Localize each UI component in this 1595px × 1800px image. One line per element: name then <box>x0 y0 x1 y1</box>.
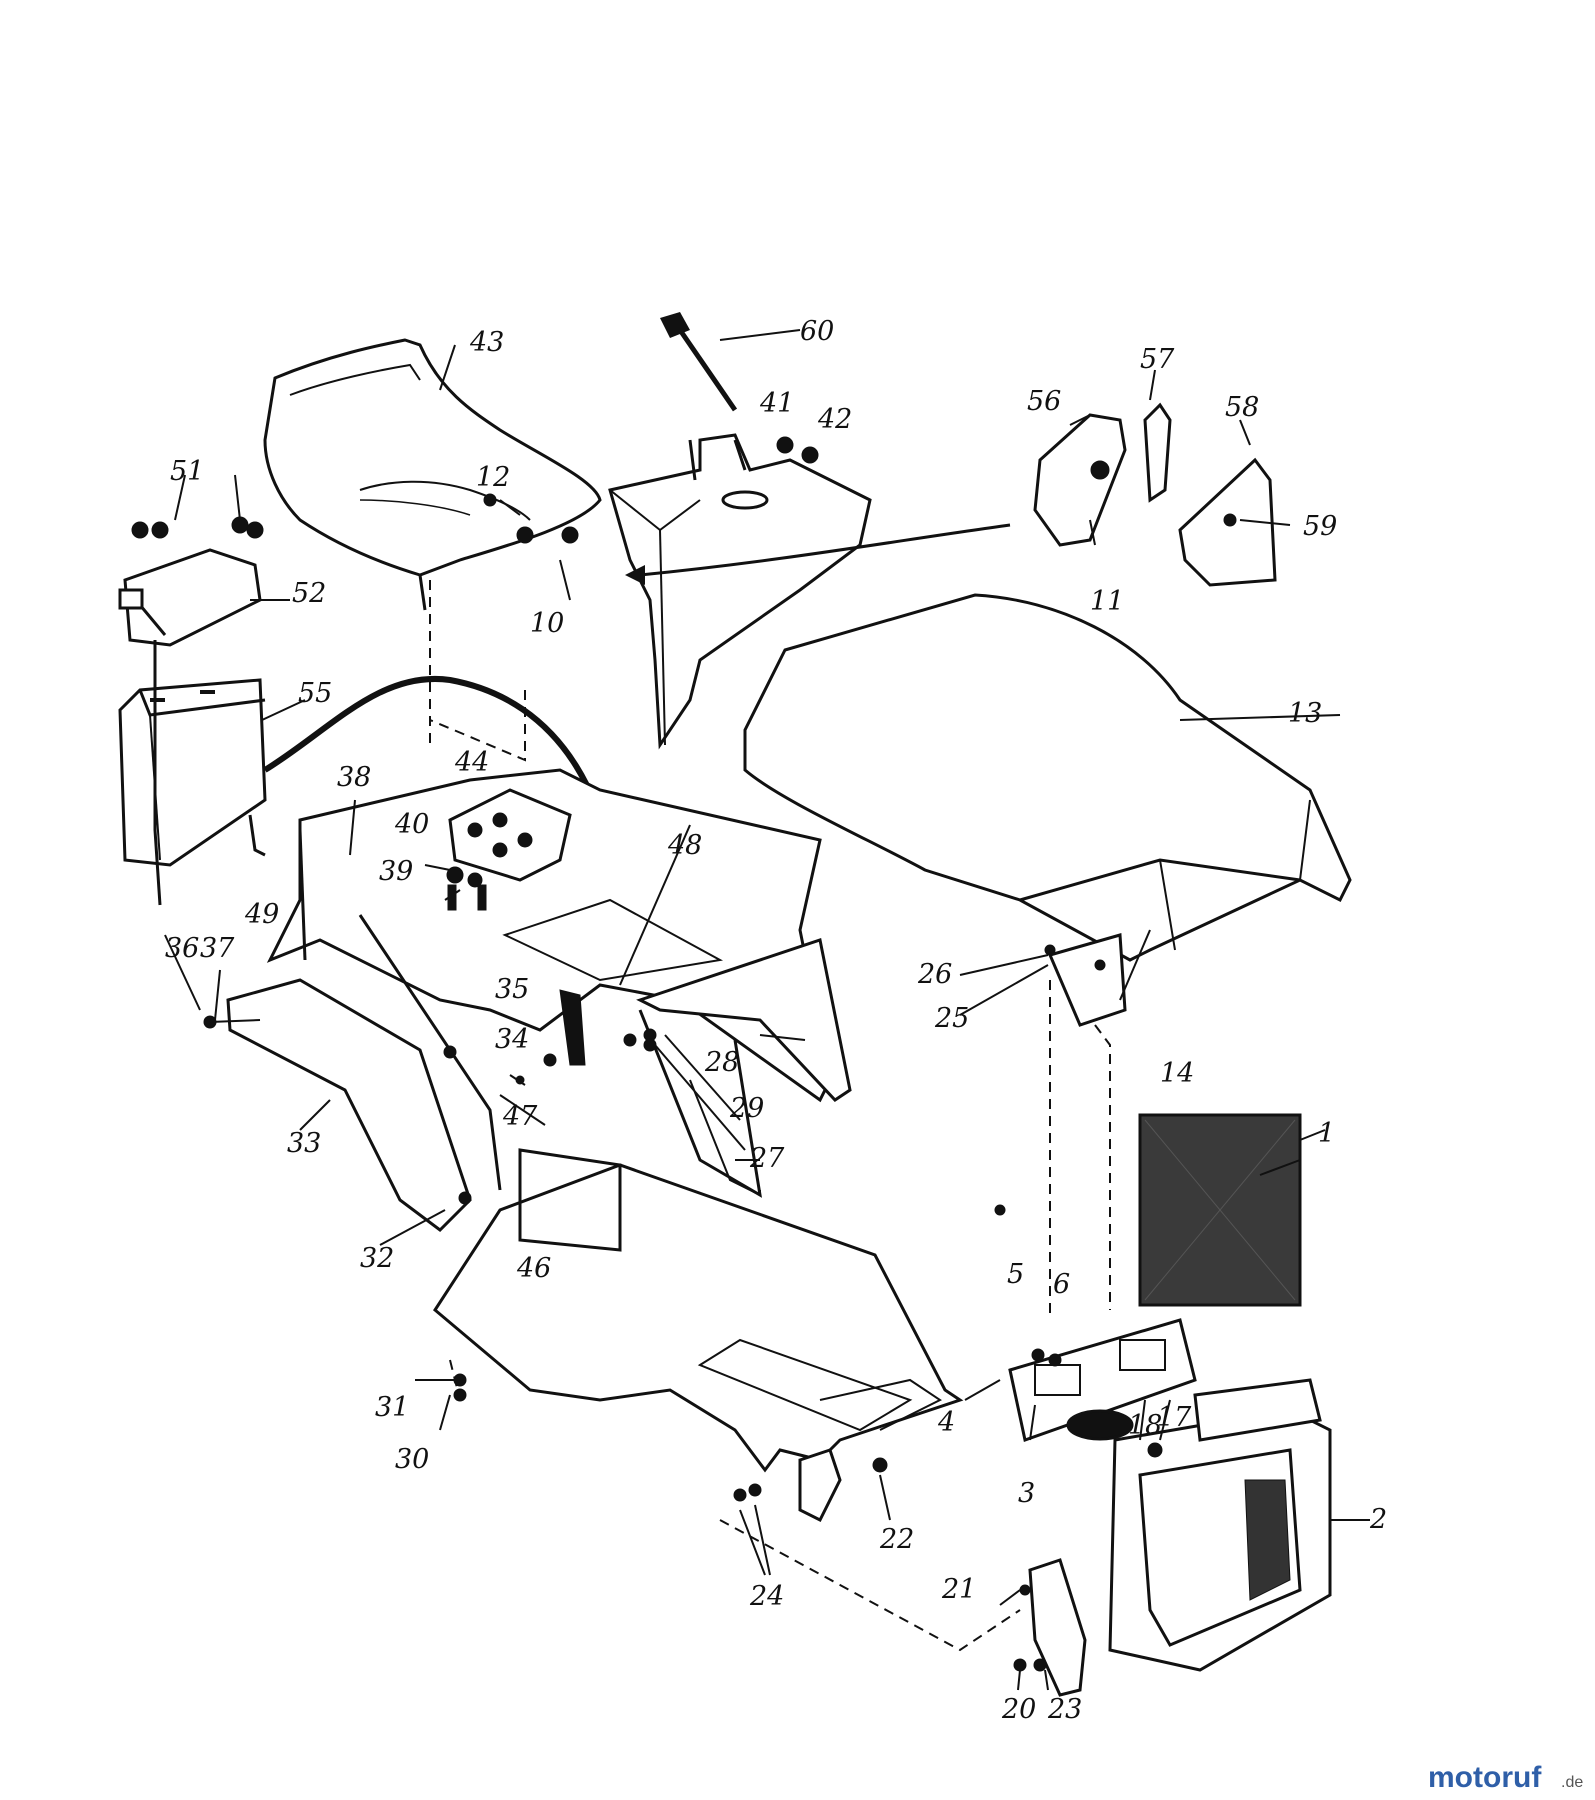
part-label: 39 <box>379 856 413 887</box>
grille-housing <box>1108 1378 1332 1672</box>
part-label: 1 <box>1318 1118 1335 1149</box>
part-labels: 1 2 3 4 5 6 10 11 12 13 14 17 18 20 21 2… <box>165 316 1387 1725</box>
throttle-control <box>1033 402 1277 587</box>
part-label: 5 <box>1007 1259 1024 1290</box>
part-label: 11 <box>1090 586 1124 617</box>
part-label: 38 <box>337 762 371 793</box>
watermark-logo: motoruf .de <box>1428 1761 1583 1794</box>
grille-screen <box>1138 1113 1302 1307</box>
grille-mount-plate <box>1008 1318 1197 1442</box>
part-label: 23 <box>1047 1694 1082 1725</box>
part-label: 55 <box>298 678 332 709</box>
part-label: 31 <box>375 1392 409 1423</box>
part-label: 32 <box>360 1243 394 1274</box>
leader-lines <box>164 329 1370 1691</box>
part-label: 12 <box>476 462 510 493</box>
front-axle-bracket <box>798 1448 842 1523</box>
floor-pan <box>433 1148 964 1473</box>
part-label: 34 <box>495 1024 529 1055</box>
part-label: 43 <box>469 327 504 358</box>
part-label: 36 <box>165 933 199 964</box>
ignition-key <box>660 312 738 412</box>
part-label: 4 <box>937 1407 955 1438</box>
dash-tower <box>608 433 872 750</box>
battery <box>118 678 267 867</box>
seat-support-lines <box>429 580 526 762</box>
part-label: 42 <box>817 404 852 435</box>
part-label: 10 <box>530 608 564 639</box>
hood-to-grille-lines <box>1049 980 1111 1320</box>
part-label: 59 <box>1303 511 1337 542</box>
seat <box>263 338 602 611</box>
part-label: 13 <box>1288 698 1322 729</box>
part-label: 37 <box>200 933 235 964</box>
part-label: 22 <box>879 1524 914 1555</box>
throttle-cable-arrow-icon <box>625 565 645 585</box>
part-label: 56 <box>1027 386 1061 417</box>
part-label: 60 <box>800 316 834 347</box>
part-label: 49 <box>244 899 279 930</box>
part-label: 17 <box>1157 1402 1192 1433</box>
part-label: 44 <box>454 747 489 778</box>
watermark-suffix: .de <box>1561 1774 1583 1791</box>
part-label: 24 <box>749 1581 784 1612</box>
part-label: 20 <box>1001 1694 1036 1725</box>
part-label: 28 <box>704 1047 739 1078</box>
hood <box>743 593 1352 962</box>
part-label: 27 <box>749 1143 785 1174</box>
hood-bracket <box>1047 933 1127 1027</box>
part-label: 26 <box>917 959 952 990</box>
hardware <box>131 436 1237 1672</box>
fender-assembly <box>226 768 852 1232</box>
throttle-cable <box>639 523 1011 577</box>
part-label: 30 <box>395 1444 429 1475</box>
part-label: 35 <box>495 974 529 1005</box>
part-label: 6 <box>1053 1269 1070 1300</box>
part-label: 18 <box>1128 1410 1162 1441</box>
watermark-brand: motoruf <box>1428 1761 1542 1794</box>
battery-rod <box>153 640 266 906</box>
part-label: 47 <box>502 1101 538 1132</box>
part-label: 58 <box>1225 392 1259 423</box>
part-label: 40 <box>394 809 429 840</box>
part-label: 29 <box>729 1093 764 1124</box>
part-label: 51 <box>170 456 204 487</box>
part-label: 41 <box>759 388 794 419</box>
part-label: 25 <box>934 1003 969 1034</box>
part-label: 33 <box>287 1128 321 1159</box>
part-label: 2 <box>1369 1504 1387 1535</box>
part-label: 14 <box>1160 1058 1194 1089</box>
part-label: 48 <box>667 830 702 861</box>
grille-lower-bracket <box>1028 1558 1087 1697</box>
battery-tray <box>448 788 572 882</box>
part-label: 21 <box>941 1574 976 1605</box>
part-label: 57 <box>1140 344 1175 375</box>
part-label: 52 <box>292 578 326 609</box>
part-label: 46 <box>516 1253 551 1284</box>
battery-hold-down <box>118 548 262 647</box>
part-label: 3 <box>1018 1478 1035 1509</box>
